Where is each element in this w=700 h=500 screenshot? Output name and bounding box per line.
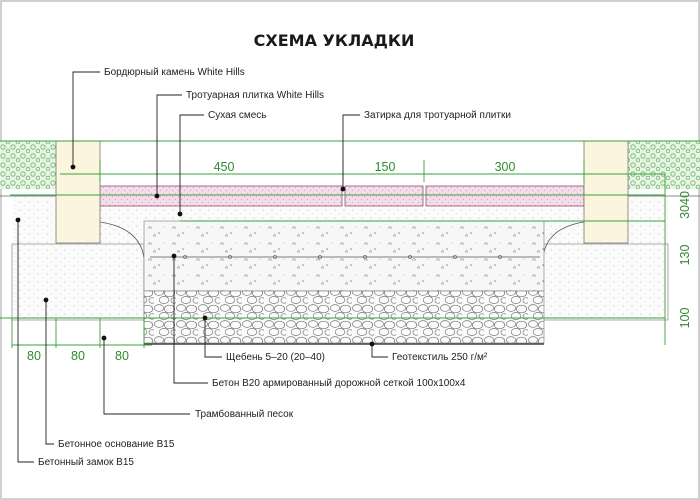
dim-150: 150 xyxy=(375,160,396,174)
gravel-layer xyxy=(143,290,545,344)
leader-sand xyxy=(101,335,190,415)
leader-lock xyxy=(15,217,34,463)
grass-right xyxy=(628,141,700,189)
paving-tile-2 xyxy=(344,185,424,207)
curb-stone-right xyxy=(583,140,629,244)
concrete-base-right xyxy=(542,243,669,321)
dim-300: 300 xyxy=(495,160,516,174)
leader-paving xyxy=(154,94,182,199)
diagram-title: СХЕМА УКЛАДКИ xyxy=(254,31,415,50)
label-paving: Тротуарная плитка White Hills xyxy=(186,90,324,101)
label-lock: Бетонный замок В15 xyxy=(38,457,134,468)
leader-concrete xyxy=(171,253,208,384)
dim-80-2: 80 xyxy=(71,349,85,363)
dim-130: 130 xyxy=(678,245,692,266)
dim-3040: 3040 xyxy=(678,191,692,219)
dim-100: 100 xyxy=(678,308,692,329)
label-concrete: Бетон В20 армированный дорожной сеткой 1… xyxy=(212,378,466,389)
label-curb: Бордюрный камень White Hills xyxy=(104,67,245,78)
leader-curb xyxy=(70,71,100,170)
label-grout: Затирка для тротуарной плитки xyxy=(364,110,511,121)
dim-450: 450 xyxy=(214,160,235,174)
leader-grout xyxy=(340,114,360,192)
label-dry-mix: Сухая смесь xyxy=(208,110,267,121)
haunch-left xyxy=(99,221,145,259)
paving-tile-3 xyxy=(425,185,585,207)
paving-tile-1 xyxy=(99,185,343,207)
dimension-lines xyxy=(0,140,700,348)
dry-mix-layer xyxy=(100,207,584,221)
label-geotextile: Геотекстиль 250 г/м² xyxy=(392,352,488,363)
label-gravel: Щебень 5–20 (20–40) xyxy=(226,351,325,363)
leader-geotextile xyxy=(369,341,388,358)
concrete-base-left xyxy=(11,243,145,321)
curb-stone-left xyxy=(55,140,101,244)
leader-dry-mix xyxy=(177,114,204,217)
dim-80-3: 80 xyxy=(115,349,129,363)
label-base: Бетонное основание В15 xyxy=(58,439,175,450)
leader-base xyxy=(43,297,54,445)
mesh-nodes xyxy=(183,255,502,259)
concrete-b20-layer xyxy=(143,220,545,292)
label-sand: Трамбованный песок xyxy=(195,408,294,420)
leader-gravel xyxy=(202,315,222,358)
dim-80-1: 80 xyxy=(27,349,41,363)
grass-left xyxy=(0,141,56,189)
